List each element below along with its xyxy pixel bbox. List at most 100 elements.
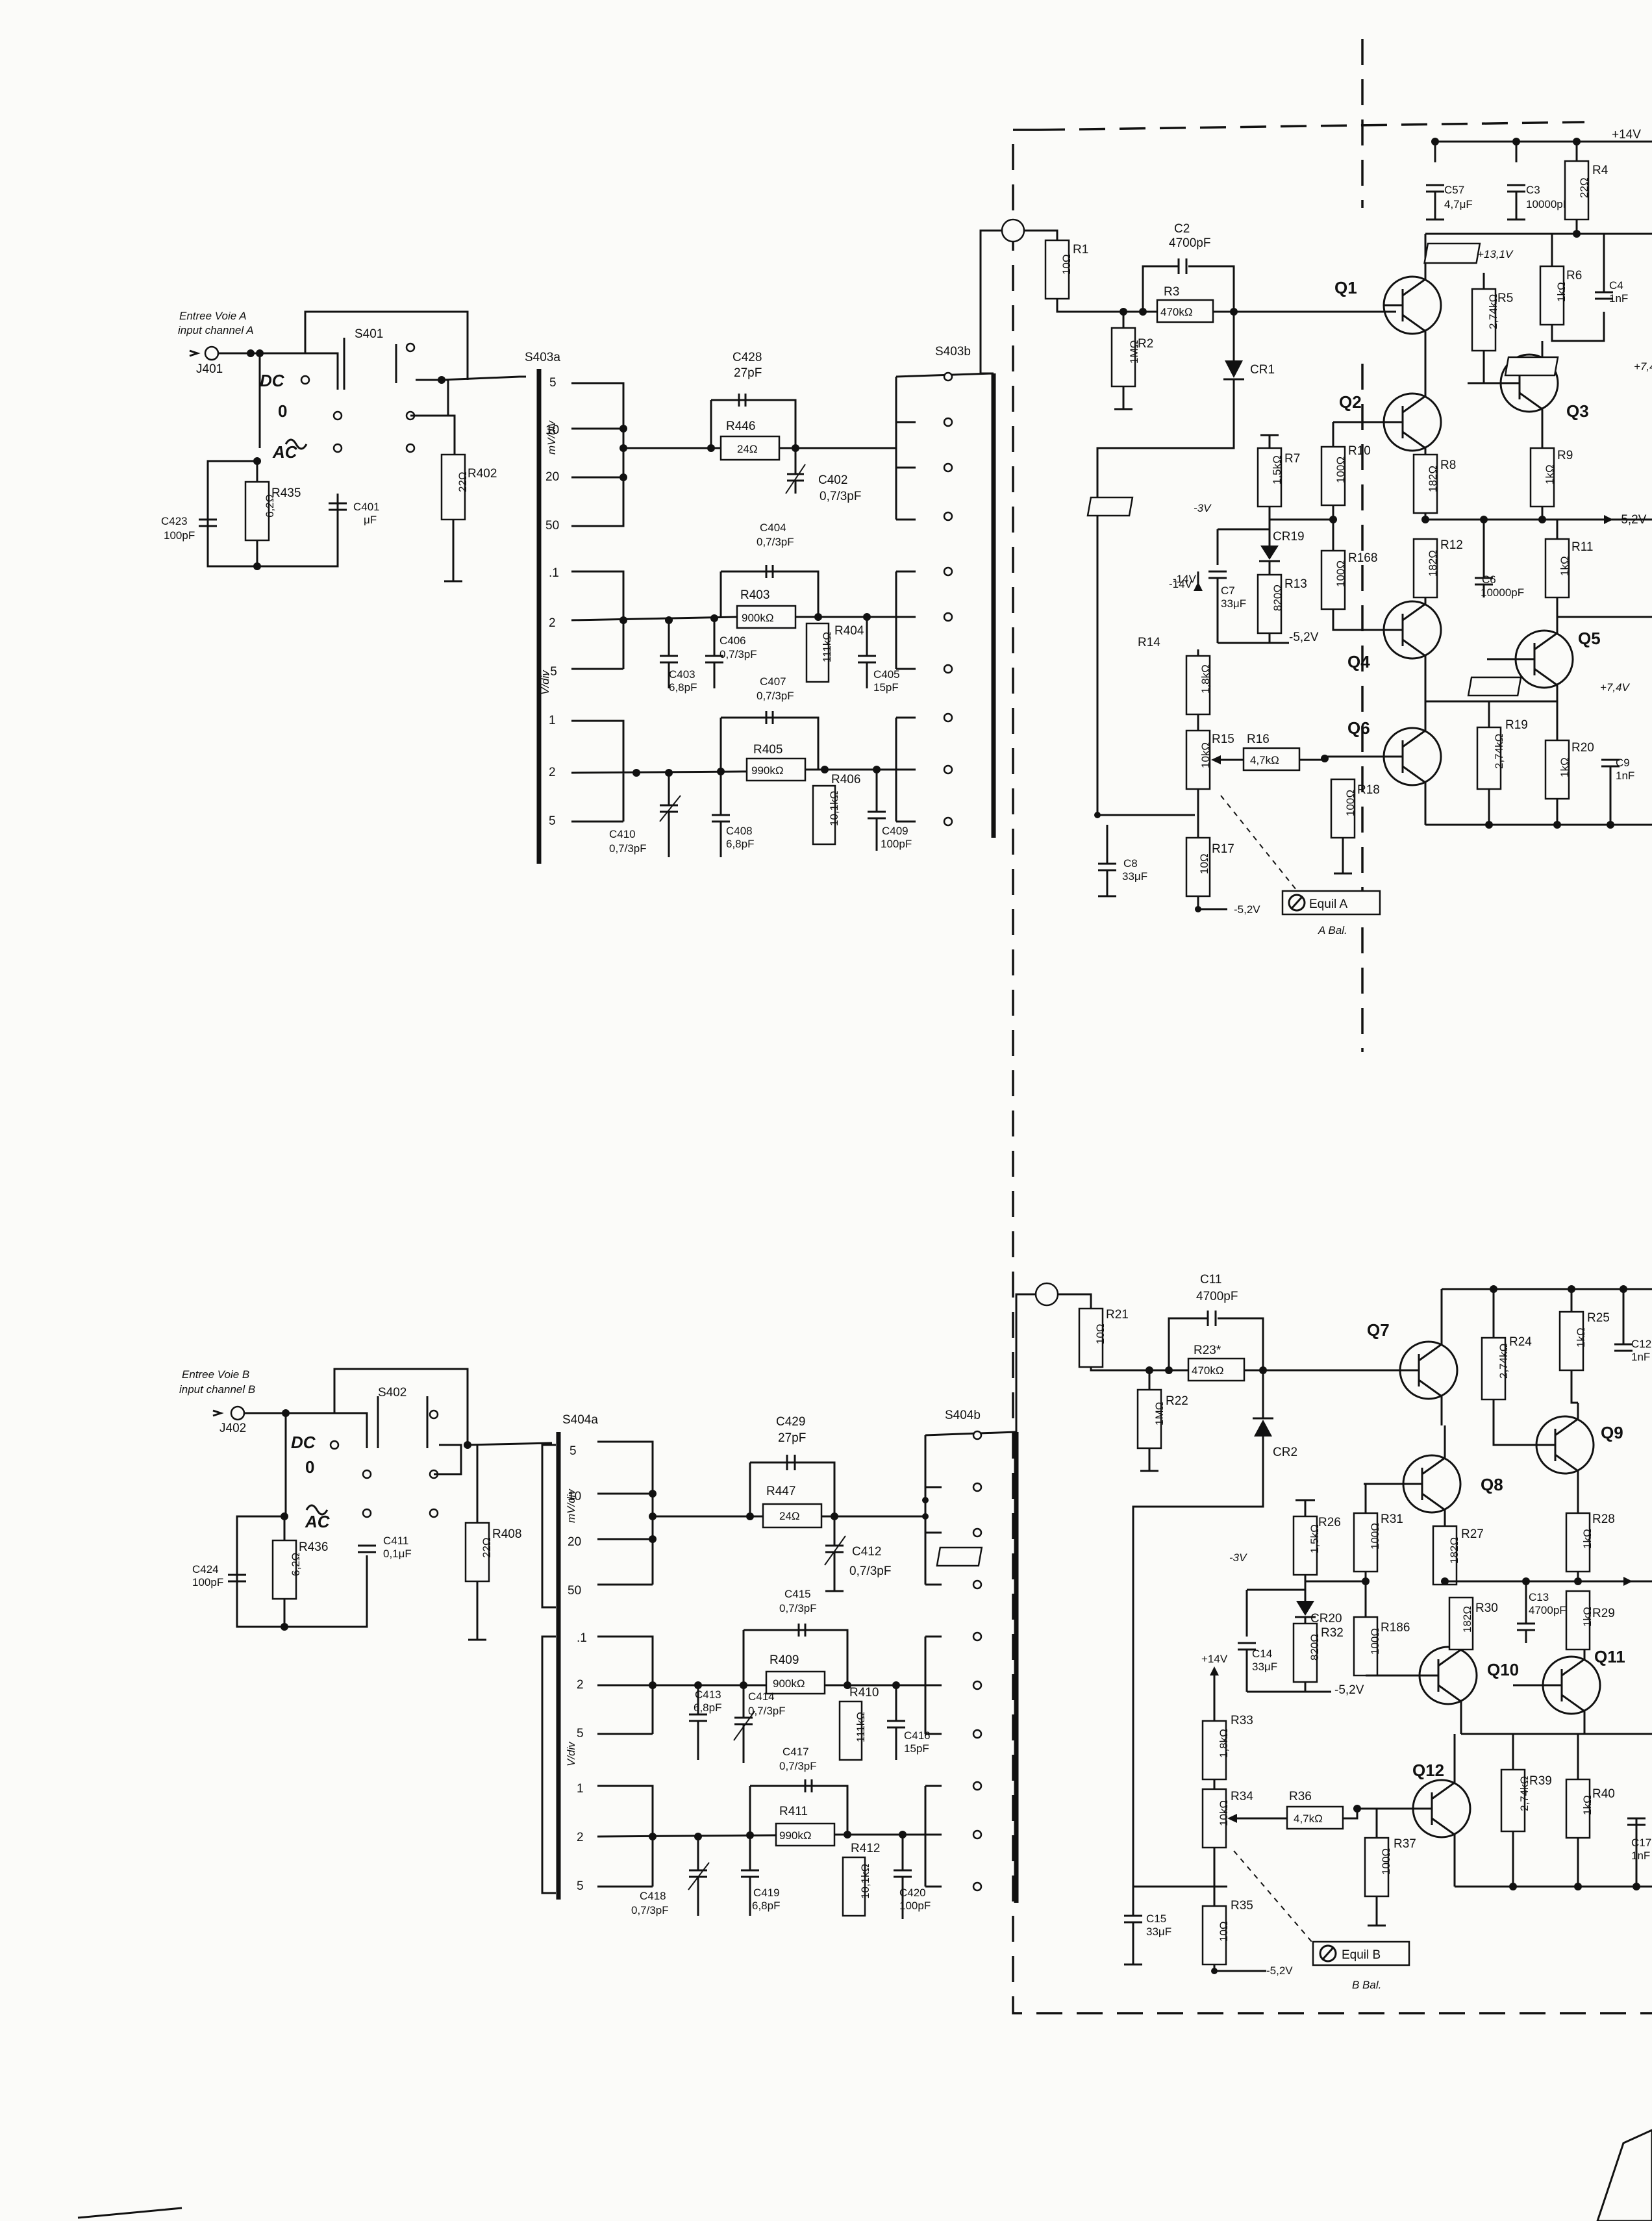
r26-body [1292, 1515, 1318, 1576]
r404-body [805, 622, 830, 683]
minus14v-label: -14V [1173, 573, 1197, 585]
cr19-label: CR19 [1273, 530, 1305, 544]
svg-text:1kΩ: 1kΩ [1581, 1607, 1594, 1627]
svg-text:10kΩ: 10kΩ [1199, 742, 1212, 768]
svg-text:1kΩ: 1kΩ [1575, 1327, 1587, 1348]
svg-text:2: 2 [549, 616, 556, 630]
svg-text:1,5kΩ: 1,5kΩ [1271, 455, 1283, 484]
svg-text:1: 1 [549, 714, 556, 727]
svg-text:4,7kΩ: 4,7kΩ [1294, 1813, 1323, 1825]
svg-text:1: 1 [577, 1782, 584, 1796]
svg-text:R2: R2 [1138, 337, 1153, 351]
svg-text:0,7/3pF: 0,7/3pF [779, 1760, 817, 1772]
r408-body [464, 1522, 490, 1583]
svg-text:R40: R40 [1592, 1787, 1615, 1801]
svg-text:R7: R7 [1284, 452, 1300, 466]
svg-text:Q1: Q1 [1334, 278, 1357, 297]
r435-body [244, 481, 270, 542]
svg-text:0,7/3pF: 0,7/3pF [631, 1904, 669, 1916]
svg-text:5: 5 [569, 1444, 577, 1458]
svg-text:Q8: Q8 [1481, 1475, 1503, 1494]
v74-tag [1504, 356, 1559, 377]
svg-text:5: 5 [577, 1879, 584, 1893]
svg-text:R403: R403 [740, 588, 770, 602]
svg-text:1nF: 1nF [1616, 770, 1634, 782]
r6-body [1539, 265, 1565, 326]
q11-transistor: Q11 [1513, 1617, 1625, 1734]
c428-label: C428 [732, 351, 762, 364]
svg-text:2,74kΩ: 2,74kΩ [1497, 1344, 1510, 1379]
svg-text:900kΩ: 900kΩ [742, 612, 774, 624]
svg-text:R26: R26 [1318, 1516, 1341, 1529]
r31-body [1353, 1512, 1379, 1573]
c429-label: C429 [776, 1415, 805, 1429]
attenuator-a: S403a mV/div V/div 5 10 20 50 .1 2 .5 1 … [525, 345, 996, 864]
svg-text:-3V: -3V [1229, 1551, 1247, 1564]
svg-text:5: 5 [577, 1727, 584, 1740]
svg-text:1MΩ: 1MΩ [1153, 1402, 1166, 1425]
svg-text:Q3: Q3 [1566, 401, 1589, 421]
q1-transistor: Q1 [1334, 234, 1442, 360]
c417-label: C417 [782, 1746, 809, 1758]
svg-text:R410: R410 [849, 1686, 879, 1700]
svg-text:20: 20 [568, 1535, 581, 1549]
q9-transistor: Q9 [1533, 1403, 1623, 1494]
svg-text:2: 2 [549, 766, 556, 779]
svg-text:-3V: -3V [1194, 502, 1212, 514]
svg-text:0,7/3pF: 0,7/3pF [609, 842, 647, 855]
c3-label: C3 [1526, 184, 1540, 196]
v131-tag [1423, 242, 1481, 264]
shield-boundary [1012, 39, 1652, 2014]
svg-text:10,1kΩ: 10,1kΩ [828, 791, 840, 826]
svg-text:100Ω: 100Ω [1369, 1523, 1381, 1550]
input-a-subtitle: input channel A [178, 324, 254, 336]
shield-feedthrough-a [1001, 218, 1025, 243]
r402-label: R402 [468, 467, 497, 481]
c15-label: C15 [1146, 1913, 1166, 1925]
svg-text:0,7/3pF: 0,7/3pF [748, 1705, 786, 1717]
svg-text:2,74kΩ: 2,74kΩ [1487, 294, 1499, 329]
svg-text:5: 5 [549, 376, 557, 390]
svg-text:R186: R186 [1381, 1621, 1410, 1635]
svg-text:6,2Ω: 6,2Ω [264, 494, 276, 518]
r408-label: R408 [492, 1527, 521, 1541]
svg-text:10: 10 [545, 423, 559, 437]
svg-text:20: 20 [545, 470, 559, 484]
r402-body [440, 453, 466, 521]
svg-text:R3: R3 [1164, 285, 1179, 299]
c424-label: C424 [192, 1563, 219, 1575]
input-b-title: Entree Voie B [182, 1368, 249, 1381]
svg-text:R11: R11 [1571, 540, 1593, 554]
c407-label: C407 [760, 675, 786, 688]
vm3-tag-a [1086, 496, 1134, 517]
svg-text:33μF: 33μF [1221, 597, 1246, 610]
a-bal-label: A Bal. [1318, 924, 1347, 936]
svg-text:R17: R17 [1212, 842, 1234, 856]
r30-body [1448, 1596, 1474, 1651]
svg-text:R5: R5 [1497, 292, 1513, 305]
svg-text:100pF: 100pF [899, 1900, 931, 1912]
svg-text:10Ω: 10Ω [1198, 853, 1210, 874]
r10-body [1320, 445, 1346, 507]
input-section-a: Entree Voie A input channel A J401 DC 0 … [161, 310, 526, 583]
dc-label-a: DC [260, 371, 285, 390]
svg-text:R12: R12 [1440, 538, 1463, 552]
svg-text:R18: R18 [1357, 783, 1380, 797]
svg-text:R10: R10 [1348, 444, 1371, 458]
svg-text:15pF: 15pF [873, 681, 899, 694]
zero-label-b: 0 [305, 1457, 314, 1477]
r32-body [1292, 1622, 1318, 1683]
svg-text:Q7: Q7 [1367, 1320, 1390, 1340]
svg-text:470kΩ: 470kΩ [1192, 1364, 1224, 1377]
svg-text:R406: R406 [831, 773, 860, 786]
c412-label: C412 [852, 1545, 881, 1559]
svg-text:.1: .1 [577, 1631, 587, 1645]
c9-label: C9 [1616, 757, 1630, 769]
r17-body [1185, 836, 1211, 897]
r403-body [736, 605, 797, 629]
c411-label: C411 [383, 1535, 408, 1547]
svg-text:182Ω: 182Ω [1448, 1537, 1460, 1564]
svg-text:15pF: 15pF [904, 1742, 929, 1755]
svg-text:0,7/3pF: 0,7/3pF [820, 490, 861, 503]
q10-transistor: Q10 [1418, 1617, 1519, 1734]
